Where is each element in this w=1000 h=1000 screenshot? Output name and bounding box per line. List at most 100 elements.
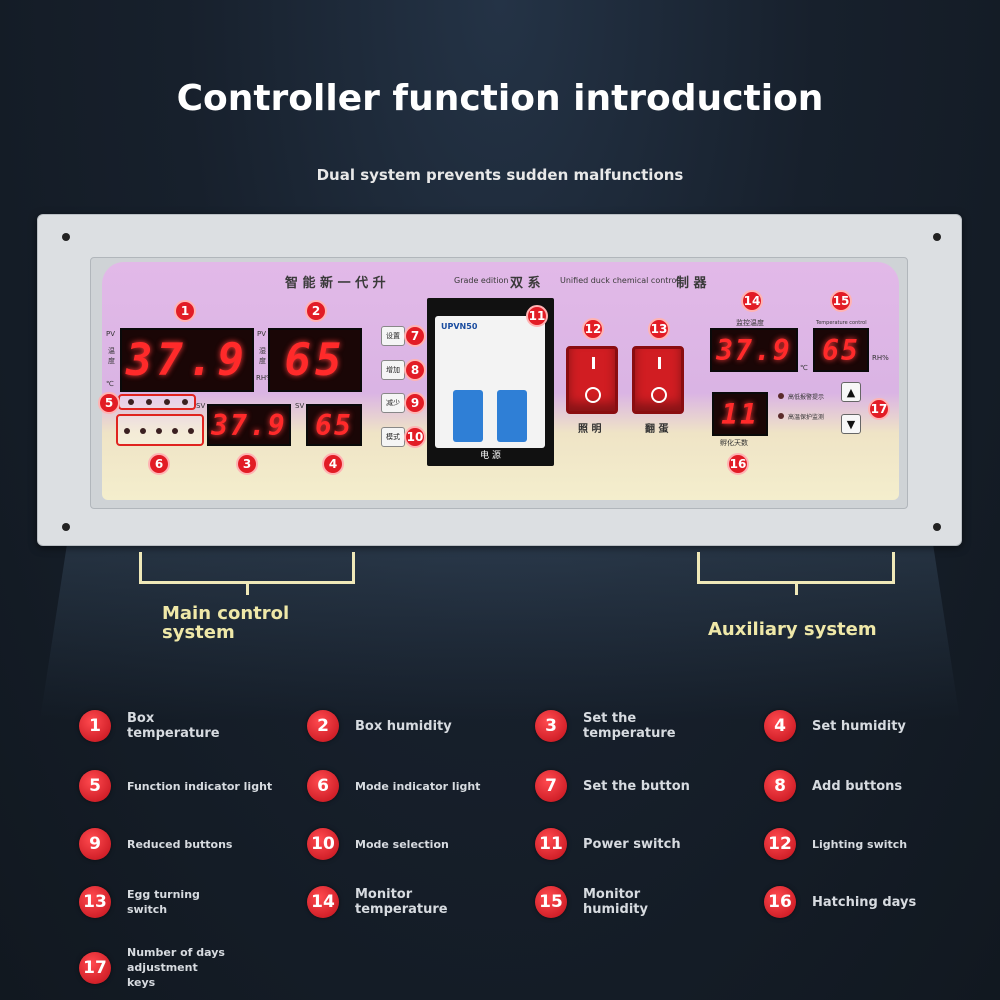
- legend-number: 15: [535, 886, 567, 918]
- badge-3: 3: [236, 453, 258, 475]
- indicator-led: [156, 428, 162, 434]
- indicator-led: [124, 428, 130, 434]
- heading-cn-3: 制 器: [676, 276, 707, 291]
- breaker-body: UPVN50: [435, 316, 545, 448]
- monitor-humid-small-label: Temperature control: [816, 320, 867, 326]
- legend-number: 11: [535, 828, 567, 860]
- legend-number: 12: [764, 828, 796, 860]
- indicator-led: [164, 399, 170, 405]
- set-temperature-display: 37.9: [207, 404, 291, 446]
- breaker-switch[interactable]: [453, 390, 483, 442]
- heading-small-2: Unified duck chemical control: [560, 276, 679, 285]
- main-system-bracket: [139, 552, 355, 595]
- badge-7: 7: [404, 325, 426, 347]
- legend-number: 10: [307, 828, 339, 860]
- legend-text: Mode indicator light: [355, 779, 481, 793]
- reduce-key[interactable]: 减少: [381, 393, 405, 413]
- legend-number: 2: [307, 710, 339, 742]
- indicator-led: [140, 428, 146, 434]
- sv-label: SV: [295, 402, 305, 410]
- main-system-label: Main control system: [162, 603, 290, 643]
- legend-number: 13: [79, 886, 111, 918]
- breaker-switch[interactable]: [497, 390, 527, 442]
- heading-cn-2: 双 系: [510, 276, 541, 291]
- hatching-days-display: 11: [712, 392, 768, 436]
- legend-text: Number of days adjustment keys: [127, 946, 225, 989]
- legend-item: 13 Egg turning switch: [79, 886, 217, 918]
- power-label: 电 源: [480, 451, 501, 461]
- badge-15: 15: [830, 290, 852, 312]
- lighting-label: 照 明: [578, 424, 602, 435]
- legend-item: 8 Add buttons: [764, 770, 902, 802]
- sv-label: SV: [196, 402, 206, 410]
- legend-text: Hatching days: [812, 894, 917, 910]
- legend-text: Lighting switch: [812, 837, 908, 851]
- pv-label: PV: [106, 330, 116, 338]
- celsius-label: ℃: [106, 380, 114, 388]
- badge-1: 1: [174, 300, 196, 322]
- box-humidity-display: 65: [268, 328, 362, 392]
- aux-indicator-led: [778, 413, 784, 419]
- badge-9: 9: [404, 392, 426, 414]
- monitor-humidity-display: 65: [813, 328, 869, 372]
- indicator-led: [182, 399, 188, 405]
- legend-text: Set humidity: [812, 718, 906, 734]
- aux-system-bracket: [697, 552, 895, 595]
- legend-text: Add buttons: [812, 778, 903, 794]
- indicator-led: [146, 399, 152, 405]
- indicator-led: [188, 428, 194, 434]
- set-key[interactable]: 设置: [381, 326, 405, 346]
- box-temperature-display: 37.9: [120, 328, 254, 392]
- legend-text: Box humidity: [355, 718, 452, 734]
- legend-number: 8: [764, 770, 796, 802]
- set-humidity-display: 65: [306, 404, 362, 446]
- mode-key[interactable]: 模式: [381, 427, 405, 447]
- lighting-switch[interactable]: [566, 346, 618, 414]
- badge-17: 17: [868, 398, 890, 420]
- badge-13: 13: [648, 318, 670, 340]
- legend-number: 6: [307, 770, 339, 802]
- badge-12: 12: [582, 318, 604, 340]
- legend-text: Set the temperature: [583, 711, 676, 741]
- panel-heading: 智 能 新 一 代 升 Grade edition 双 系 Unified du…: [102, 272, 899, 291]
- monitor-temperature-display: 37.9: [710, 328, 798, 372]
- badge-4: 4: [322, 453, 344, 475]
- days-up-button[interactable]: ▲: [841, 382, 861, 402]
- temp-cn-label: 温度: [108, 347, 115, 365]
- auxiliary-system-label: Auxiliary system: [708, 619, 877, 640]
- badge-5: 5: [98, 392, 120, 414]
- legend-number: 4: [764, 710, 796, 742]
- egg-turning-label: 翻 蛋: [645, 424, 669, 435]
- badge-16: 16: [727, 453, 749, 475]
- page-subtitle: Dual system prevents sudden malfunctions: [316, 166, 684, 184]
- hatch-days-cn-label: 孵化天数: [720, 439, 748, 447]
- power-breaker[interactable]: UPVN50 电 源: [427, 298, 554, 466]
- heading-cn-1: 智 能 新 一 代 升: [285, 276, 386, 291]
- mode-indicator-lights: [116, 414, 204, 446]
- legend-text: Egg turning switch: [127, 888, 200, 916]
- legend-text: Box temperature: [127, 711, 220, 741]
- light-beam: [40, 540, 960, 720]
- legend-text: Mode selection: [355, 837, 449, 851]
- heading-small-1: Grade edition: [454, 276, 509, 285]
- legend-item: 6 Mode indicator light: [307, 770, 480, 802]
- badge-8: 8: [404, 359, 426, 381]
- legend-number: 14: [307, 886, 339, 918]
- legend-text: Reduced buttons: [127, 837, 233, 851]
- aux-indicator-label-1: 高低报警提示: [788, 394, 825, 401]
- days-down-button[interactable]: ▼: [841, 414, 861, 434]
- breaker-brand: UPVN50: [441, 322, 478, 331]
- legend-item: 2 Box humidity: [307, 710, 452, 742]
- add-key[interactable]: 增加: [381, 360, 405, 380]
- egg-turning-switch[interactable]: [632, 346, 684, 414]
- function-indicator-lights: [118, 394, 196, 410]
